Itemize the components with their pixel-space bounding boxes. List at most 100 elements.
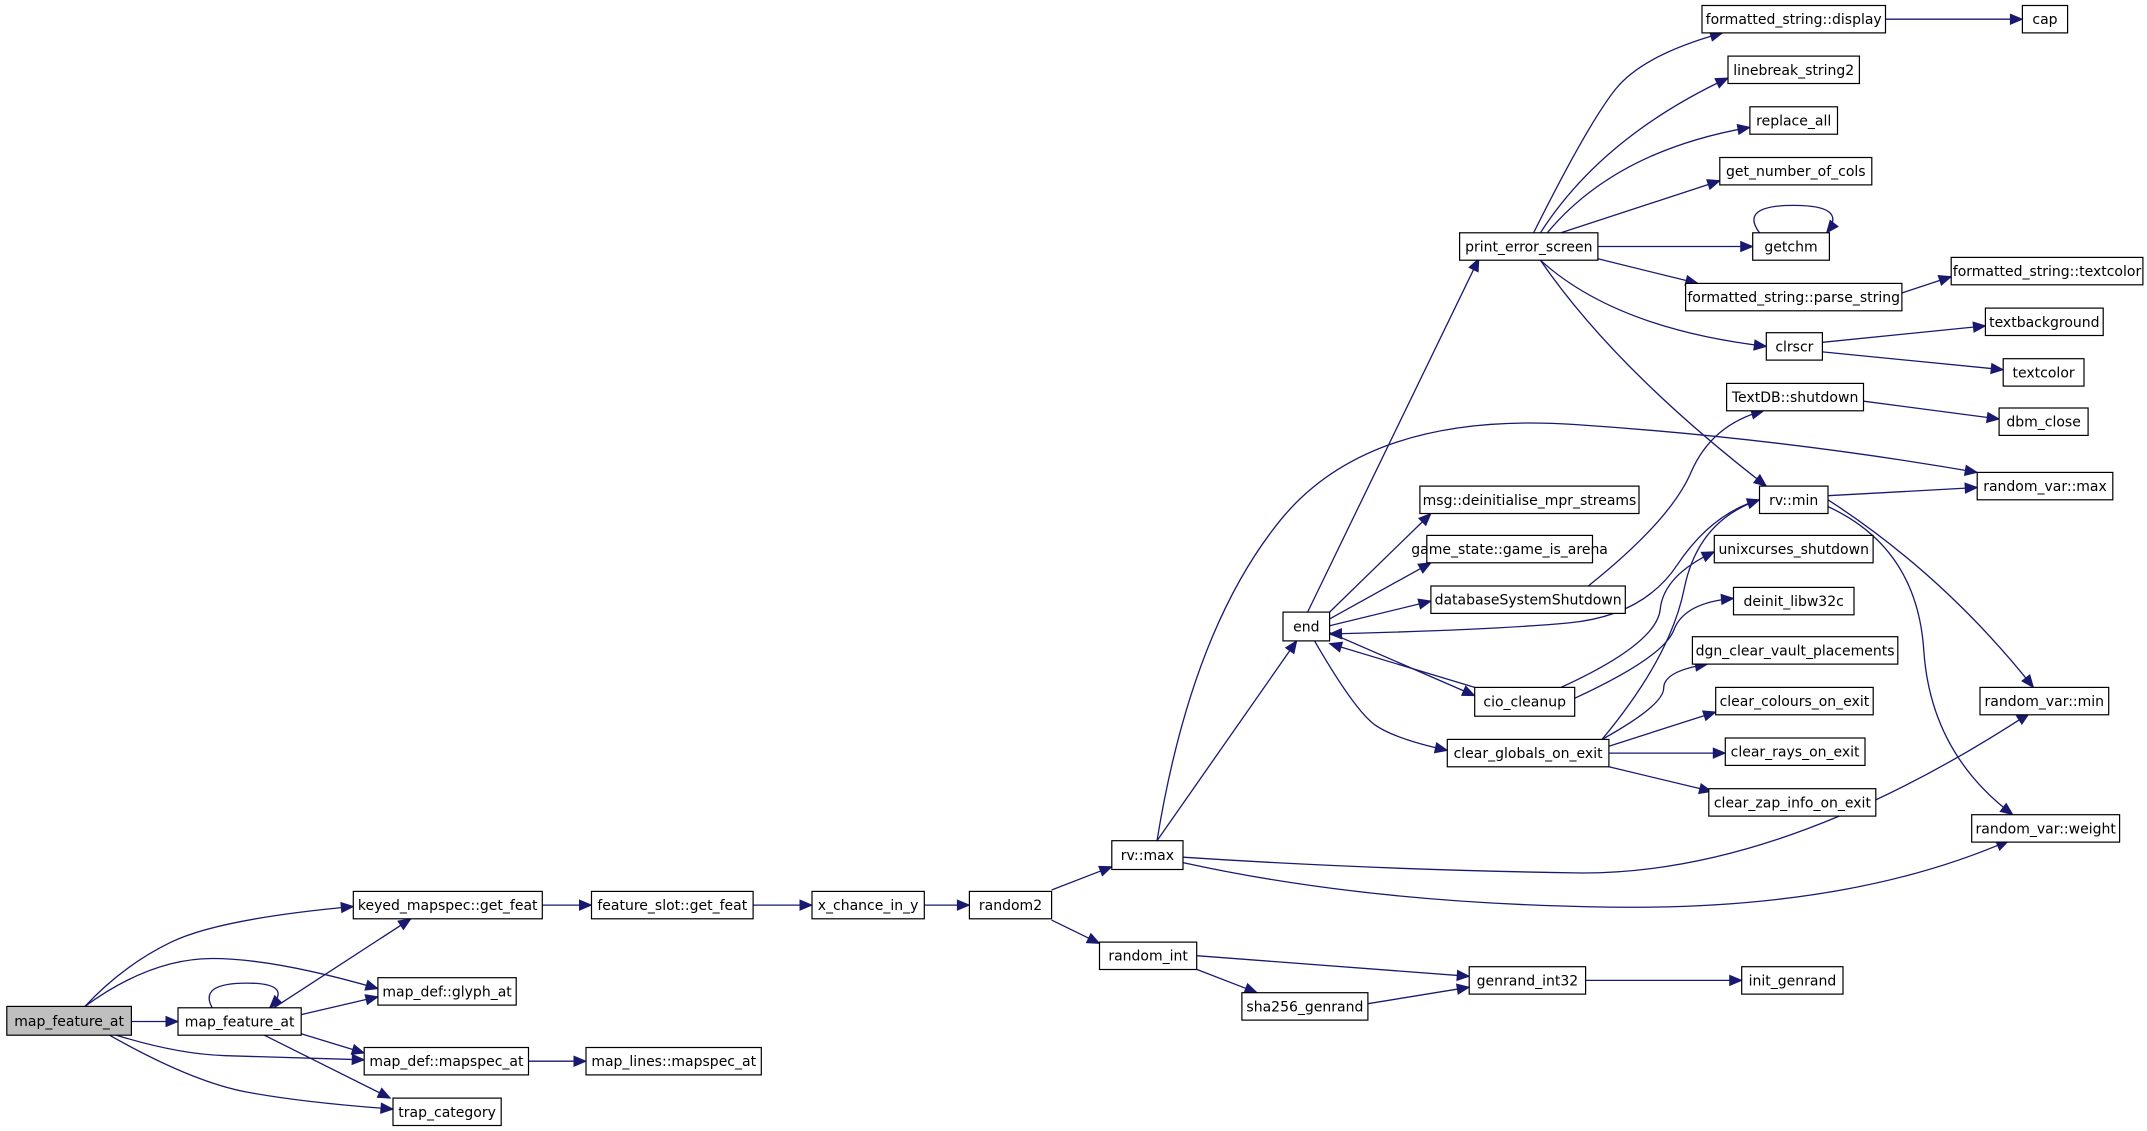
edge-line bbox=[1329, 632, 1475, 697]
arrowhead-icon bbox=[1700, 551, 1716, 563]
node-label: init_genrand bbox=[1749, 973, 1837, 989]
edge-line bbox=[1156, 422, 1978, 841]
arrowhead-icon bbox=[1986, 411, 2001, 424]
arrowhead-icon bbox=[1284, 639, 1298, 655]
edge-line bbox=[1329, 499, 1760, 635]
graph-node[interactable]: unixcurses_shutdown bbox=[1713, 534, 1874, 564]
graph-node[interactable]: random2 bbox=[968, 890, 1053, 920]
graph-node[interactable]: linebreak_string2 bbox=[1727, 55, 1860, 85]
edge-mfa1-to-tc bbox=[264, 1034, 392, 1099]
edge-sha-to-gi32 bbox=[1367, 983, 1471, 1005]
graph-node[interactable]: formatted_string::textcolor bbox=[1950, 256, 2144, 286]
graph-node[interactable]: clear_globals_on_exit bbox=[1446, 738, 1610, 768]
graph-node[interactable]: textcolor bbox=[2002, 358, 2085, 387]
edge-line bbox=[1608, 766, 1712, 793]
graph-node[interactable]: random_var::min bbox=[1979, 686, 2110, 716]
graph-node[interactable]: clrscr bbox=[1765, 332, 1824, 361]
graph-node[interactable]: clear_zap_info_on_exit bbox=[1708, 788, 1877, 817]
arrowhead-icon bbox=[1243, 982, 1259, 994]
edge-line bbox=[1827, 486, 1978, 497]
edge-line bbox=[109, 1034, 394, 1110]
node-label: random_var::max bbox=[1983, 479, 2107, 495]
node-box bbox=[1282, 611, 1331, 642]
graph-node[interactable]: dbm_close bbox=[1998, 407, 2089, 436]
graph-node[interactable]: feature_slot::get_feat bbox=[590, 890, 754, 920]
graph-node[interactable]: genrand_int32 bbox=[1468, 966, 1587, 995]
node-label: TextDB::shutdown bbox=[1731, 390, 1858, 406]
node-label: databaseSystemShutdown bbox=[1435, 593, 1622, 609]
node-label: map_lines::mapspec_at bbox=[591, 1054, 756, 1070]
graph-node[interactable]: game_state::game_is_arena bbox=[1411, 534, 1608, 564]
graph-node[interactable]: trap_category bbox=[392, 1097, 502, 1127]
arrowhead-icon bbox=[1433, 742, 1449, 754]
graph-node[interactable]: deinit_libw32c bbox=[1732, 586, 1855, 616]
node-box bbox=[1708, 788, 1877, 817]
node-label: clear_rays_on_exit bbox=[1731, 745, 1860, 761]
graph-node[interactable]: map_def::glyph_at bbox=[377, 977, 517, 1006]
graph-node[interactable]: clear_colours_on_exit bbox=[1715, 686, 1874, 716]
edge-mdma-to-mlma bbox=[528, 1055, 588, 1067]
arrowhead-icon bbox=[1720, 593, 1735, 606]
node-box bbox=[1241, 992, 1369, 1021]
graph-node[interactable]: rv::max bbox=[1111, 840, 1184, 871]
graph-node[interactable]: rv::min bbox=[1758, 485, 1829, 515]
graph-node[interactable]: databaseSystemShutdown bbox=[1430, 585, 1626, 614]
arrowhead-icon bbox=[268, 994, 283, 1009]
graph-node[interactable]: end bbox=[1282, 611, 1331, 642]
arrowhead-icon bbox=[1460, 685, 1476, 697]
graph-node[interactable]: formatted_string::parse_string bbox=[1684, 282, 1903, 312]
graph-node[interactable]: keyed_mapspec::get_feat bbox=[352, 890, 543, 920]
graph-node[interactable]: formatted_string::display bbox=[1701, 4, 1887, 34]
node-label: map_def::mapspec_at bbox=[369, 1054, 524, 1070]
graph-node[interactable]: cap bbox=[2021, 4, 2069, 34]
graph-node[interactable]: dgn_clear_vault_placements bbox=[1691, 636, 1899, 665]
graph-node[interactable]: x_chance_in_y bbox=[811, 890, 925, 920]
edge-pes-to-clr bbox=[1539, 259, 1768, 351]
node-box bbox=[2021, 4, 2069, 34]
node-label: formatted_string::textcolor bbox=[1953, 264, 2142, 280]
node-box bbox=[363, 1046, 530, 1076]
arrowhead-icon bbox=[1740, 240, 1754, 253]
graph-node[interactable]: msg::deinitialise_mpr_streams bbox=[1419, 485, 1640, 515]
graph-node[interactable]: map_feature_at bbox=[177, 1007, 302, 1036]
graph-node[interactable]: getchm bbox=[1752, 232, 1830, 261]
graph-node[interactable]: TextDB::shutdown bbox=[1725, 382, 1865, 412]
node-label: clear_globals_on_exit bbox=[1454, 746, 1604, 762]
arrowhead-icon bbox=[1706, 179, 1722, 191]
graph-node[interactable]: random_var::max bbox=[1976, 471, 2114, 501]
arrowhead-icon bbox=[397, 918, 412, 931]
graph-node[interactable]: get_number_of_cols bbox=[1719, 156, 1873, 186]
node-box bbox=[1950, 256, 2144, 286]
graph-node[interactable]: clear_rays_on_exit bbox=[1724, 737, 1866, 766]
arrowhead-icon bbox=[1417, 512, 1432, 527]
edge-line bbox=[1182, 712, 2030, 874]
edge-end-to-gsa bbox=[1329, 562, 1433, 620]
edge-line bbox=[1533, 32, 1723, 234]
edge-line bbox=[1329, 513, 1432, 613]
graph-node[interactable]: random_var::weight bbox=[1971, 814, 2121, 843]
graph-node[interactable]: map_def::mapspec_at bbox=[363, 1046, 530, 1076]
node-label: deinit_libw32c bbox=[1744, 594, 1844, 610]
graph-node[interactable]: replace_all bbox=[1749, 106, 1839, 135]
graph-node[interactable]: cio_cleanup bbox=[1474, 686, 1576, 717]
arrowhead-icon bbox=[1328, 641, 1344, 653]
edge-line bbox=[1546, 126, 1751, 234]
graph-node[interactable]: random_int bbox=[1098, 941, 1198, 971]
node-box bbox=[1719, 156, 1873, 186]
edge-cio-to-dlw bbox=[1574, 593, 1735, 699]
edge-pes-to-fsps bbox=[1597, 258, 1700, 287]
graph-node[interactable]: map_lines::mapspec_at bbox=[585, 1046, 762, 1076]
edge-line bbox=[1601, 499, 1760, 740]
edge-rvmin-to-rvarmax bbox=[1827, 482, 1979, 497]
graph-node[interactable]: print_error_screen bbox=[1458, 232, 1599, 261]
node-box bbox=[1474, 686, 1576, 717]
arrowhead-icon bbox=[1701, 710, 1717, 722]
edge-line bbox=[1539, 259, 1767, 487]
node-label: cap bbox=[2032, 12, 2057, 28]
graph-node[interactable]: init_genrand bbox=[1741, 966, 1844, 995]
graph-node[interactable]: sha256_genrand bbox=[1241, 992, 1369, 1021]
root-node: map_feature_at bbox=[6, 1005, 132, 1036]
graph-node[interactable]: textbackground bbox=[1984, 307, 2104, 337]
edge-mfa1-to-mdma bbox=[301, 1033, 366, 1055]
node-box bbox=[1741, 966, 1844, 995]
